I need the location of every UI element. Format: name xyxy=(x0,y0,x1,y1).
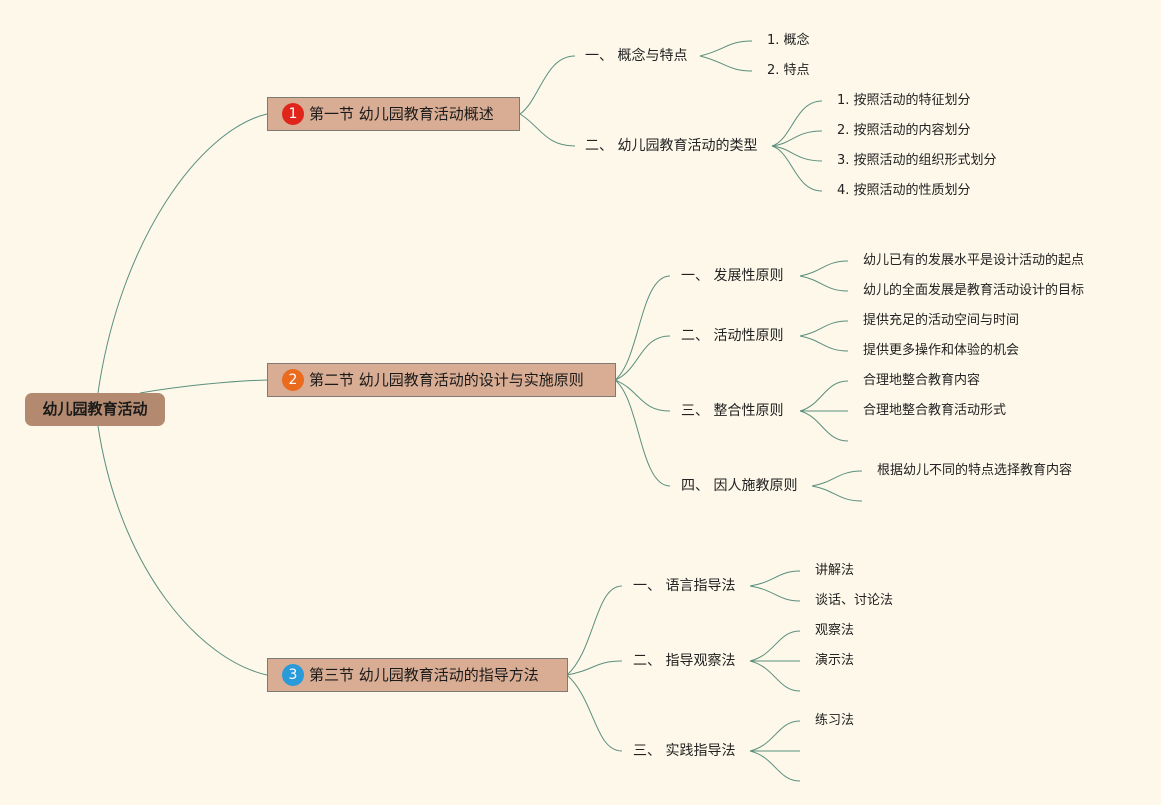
leaf-item[interactable]: 2. 按照活动的内容划分 xyxy=(837,123,971,138)
leaf-item[interactable]: 提供充足的活动空间与时间 xyxy=(863,313,1020,328)
connector-s3t2-i3 xyxy=(749,660,801,692)
section-1-topic-2[interactable]: 二、 幼儿园教育活动的类型 xyxy=(585,138,758,154)
section-3-label: 第三节 幼儿园教育活动的指导方法 xyxy=(309,665,539,684)
number-badge-icon: 2 xyxy=(282,369,304,391)
root-topic[interactable]: 幼儿园教育活动 xyxy=(25,393,165,426)
leaf-item[interactable]: 3. 按照活动的组织形式划分 xyxy=(837,153,997,168)
connector-s2t4-i1 xyxy=(811,470,863,487)
leaf-item[interactable]: 谈话、讨论法 xyxy=(815,593,894,608)
number-badge-icon: 3 xyxy=(282,664,304,686)
connector-s2t2-i2 xyxy=(799,335,849,352)
section-2-topic-2[interactable]: 二、 活动性原则 xyxy=(681,328,784,344)
section-3-topic[interactable]: 3 第三节 幼儿园教育活动的指导方法 xyxy=(267,658,568,692)
connector-s1t2-i1 xyxy=(771,100,823,147)
connector-s1t2-i2 xyxy=(771,130,823,147)
leaf-item[interactable]: 观察法 xyxy=(815,623,855,638)
connector-s3t3-i1 xyxy=(749,720,801,752)
leaf-item[interactable]: 合理地整合教育活动形式 xyxy=(863,403,1007,418)
leaf-item[interactable]: 2. 特点 xyxy=(767,63,810,78)
connector-s1t1-i2 xyxy=(699,55,753,72)
connector-s3-t3 xyxy=(566,674,623,752)
connector-s2-t3 xyxy=(614,379,671,412)
connector-s2-t4 xyxy=(614,379,671,487)
connector-s3-t2 xyxy=(566,660,623,676)
section-1-topic[interactable]: 1 第一节 幼儿园教育活动概述 xyxy=(267,97,520,131)
leaf-item[interactable]: 合理地整合教育内容 xyxy=(863,373,981,388)
connector-s3t2-i1 xyxy=(749,630,801,662)
section-2-topic[interactable]: 2 第二节 幼儿园教育活动的设计与实施原则 xyxy=(267,363,616,397)
connector-s2t2-i1 xyxy=(799,320,849,337)
connector-s2t3-i3 xyxy=(799,410,849,442)
connector-s1-t1 xyxy=(519,55,576,115)
connector-s2t1-i1 xyxy=(799,260,849,277)
leaf-item[interactable]: 讲解法 xyxy=(815,563,855,578)
connector-root-s3 xyxy=(97,425,268,676)
connector-root-s2 xyxy=(139,379,268,394)
leaf-item[interactable]: 1. 概念 xyxy=(767,33,810,48)
leaf-item[interactable]: 幼儿的全面发展是教育活动设计的目标 xyxy=(863,283,1085,298)
connector-s3t1-i2 xyxy=(749,585,801,602)
connector-s2t4-i2 xyxy=(811,485,863,502)
connector-s2t1-i2 xyxy=(799,275,849,292)
connector-s1t2-i3 xyxy=(771,145,823,162)
leaf-item[interactable]: 根据幼儿不同的特点选择教育内容 xyxy=(877,463,1073,478)
connector-s3t3-i3 xyxy=(749,750,801,782)
connector-s2-t2 xyxy=(614,335,671,381)
number-badge-icon: 1 xyxy=(282,103,304,125)
connector-s3t1-i1 xyxy=(749,570,801,587)
section-2-label: 第二节 幼儿园教育活动的设计与实施原则 xyxy=(309,370,584,389)
leaf-item[interactable]: 4. 按照活动的性质划分 xyxy=(837,183,971,198)
root-topic-label: 幼儿园教育活动 xyxy=(42,400,148,418)
section-1-topic-1[interactable]: 一、 概念与特点 xyxy=(585,48,688,64)
connector-s3-t1 xyxy=(566,585,623,676)
section-3-topic-1[interactable]: 一、 语言指导法 xyxy=(633,578,736,594)
section-1-label: 第一节 幼儿园教育活动概述 xyxy=(309,104,494,123)
section-2-topic-3[interactable]: 三、 整合性原则 xyxy=(681,403,784,419)
leaf-item[interactable]: 演示法 xyxy=(815,653,855,668)
leaf-item[interactable]: 1. 按照活动的特征划分 xyxy=(837,93,971,108)
connector-s2t3-i1 xyxy=(799,380,849,412)
connector-s1-t2 xyxy=(519,113,576,147)
section-2-topic-4[interactable]: 四、 因人施教原则 xyxy=(681,478,798,494)
section-3-topic-2[interactable]: 二、 指导观察法 xyxy=(633,653,736,669)
leaf-item[interactable]: 练习法 xyxy=(815,713,855,728)
leaf-item[interactable]: 幼儿已有的发展水平是设计活动的起点 xyxy=(863,253,1085,268)
connector-s1t2-i4 xyxy=(771,145,823,192)
leaf-item[interactable]: 提供更多操作和体验的机会 xyxy=(863,343,1020,358)
connector-s1t1-i1 xyxy=(699,40,753,57)
connector-s2-t1 xyxy=(614,275,671,381)
section-2-topic-1[interactable]: 一、 发展性原则 xyxy=(681,268,784,284)
section-3-topic-3[interactable]: 三、 实践指导法 xyxy=(633,743,736,759)
connector-root-s1 xyxy=(97,113,268,394)
